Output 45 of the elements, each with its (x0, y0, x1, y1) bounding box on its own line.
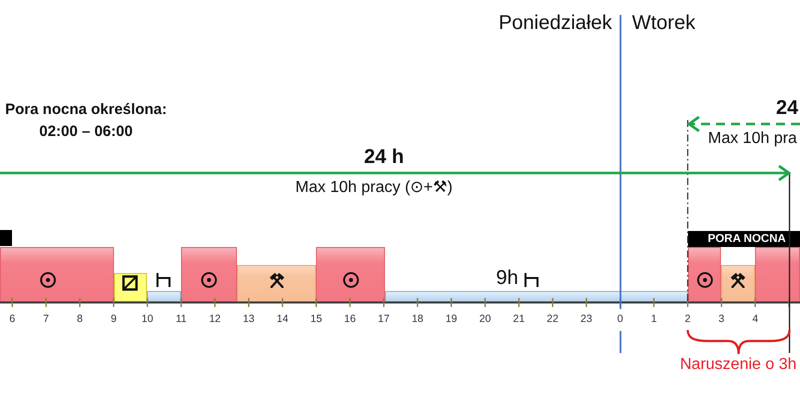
hour-label: 17 (378, 313, 390, 326)
hour-label: 11 (176, 313, 187, 326)
hour-label: 0 (617, 313, 624, 326)
hour-label: 14 (276, 313, 288, 326)
hour-label: 4 (752, 313, 758, 326)
limit-note: Max 10h pra (708, 130, 797, 148)
hour-label: 23 (580, 313, 592, 326)
hour-label: 6 (9, 313, 16, 326)
driving-period-block (181, 247, 237, 302)
duration-label: 24 h (364, 146, 404, 169)
hour-label: 15 (310, 313, 322, 326)
night-period-bar (688, 231, 800, 247)
hour-label: 1 (651, 313, 657, 326)
day-label: Poniedziałek (498, 12, 612, 35)
hour-label: 19 (445, 313, 458, 326)
hour-label: 18 (412, 313, 424, 326)
work-period-block (721, 265, 756, 302)
note-text: Pora nocna określona: 02:00 – 06:00 (4, 100, 168, 142)
duration-label: 24 (776, 97, 798, 120)
hour-label: 16 (344, 313, 356, 326)
driving-period-block (755, 247, 800, 302)
duration-label: 9h (496, 267, 518, 290)
limit-note: Max 10h pracy (⊙+⚒) (295, 179, 453, 198)
hour-label: 8 (76, 313, 83, 326)
hour-label: 7 (43, 313, 49, 326)
hour-label: 3 (718, 313, 724, 326)
day-label: Wtorek (632, 12, 696, 35)
night-period-bar (0, 230, 12, 246)
rest-period-bar (385, 291, 688, 302)
violation-label: Naruszenie o 3h (680, 356, 797, 374)
hour-label: 10 (142, 313, 154, 326)
hour-label: 20 (479, 313, 491, 326)
hour-label: 22 (546, 313, 558, 326)
hour-label: 21 (513, 313, 525, 326)
rest-period-bar (147, 291, 182, 302)
night-period-label: PORA NOCNA (708, 232, 786, 247)
availability-period-block (114, 273, 148, 302)
driving-period-block (688, 247, 722, 302)
hour-label: 12 (209, 313, 221, 326)
hour-label: 9 (110, 313, 117, 326)
hour-label: 2 (684, 313, 691, 326)
driving-period-block (0, 247, 114, 302)
work-period-block (236, 265, 316, 302)
hour-label: 13 (242, 313, 255, 326)
driving-period-block (316, 247, 386, 302)
